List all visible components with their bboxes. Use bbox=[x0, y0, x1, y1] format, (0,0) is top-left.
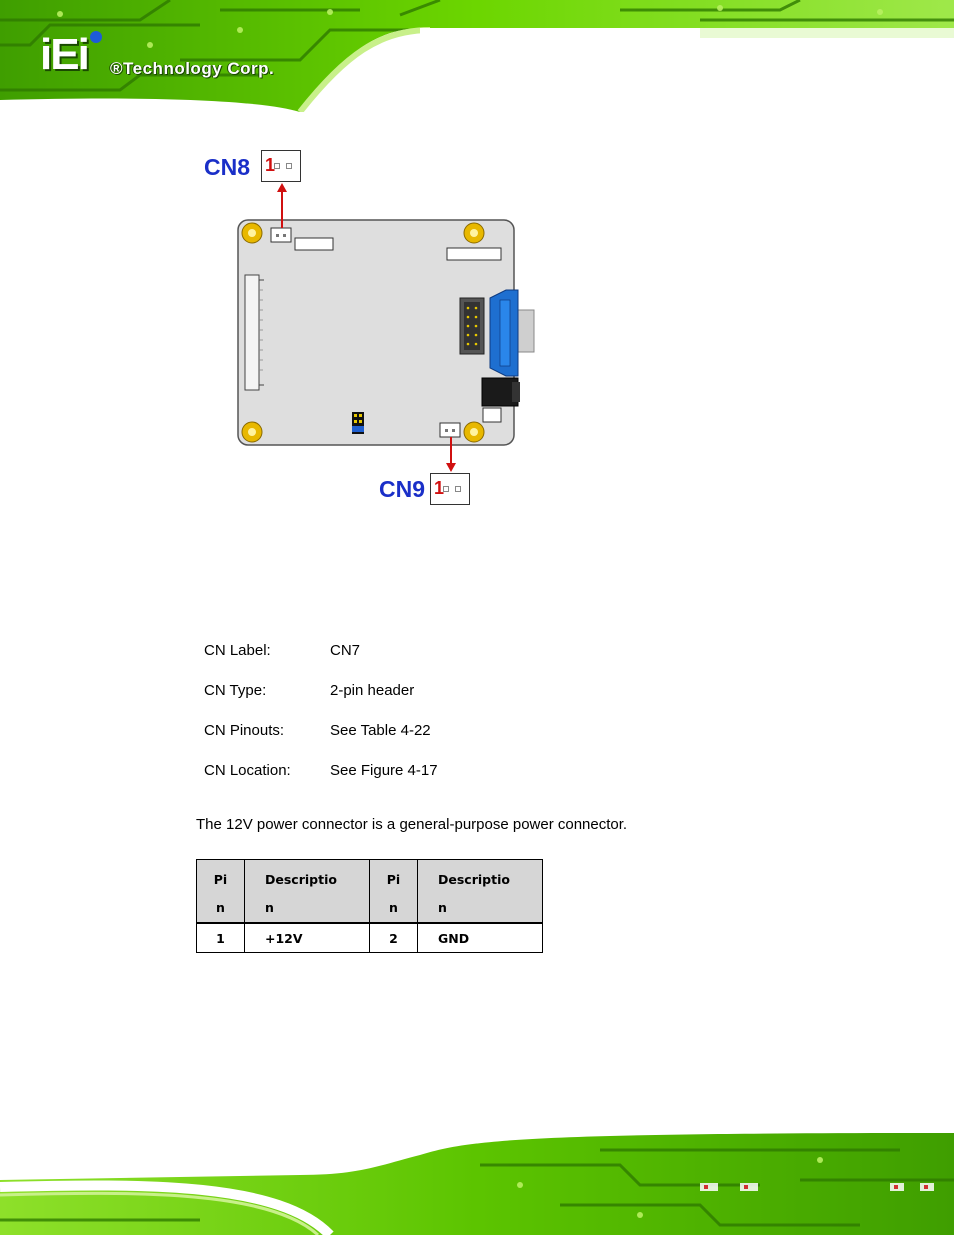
cell-description: +12V bbox=[244, 922, 370, 953]
board-layout-figure: CN8 1 CN9 1 bbox=[200, 140, 540, 510]
spec-value: CN7 bbox=[330, 642, 361, 659]
circuit-banner-header bbox=[0, 0, 954, 114]
circuit-banner-footer bbox=[0, 1125, 954, 1239]
cell-pin: 2 bbox=[369, 922, 418, 953]
page-footer bbox=[0, 1125, 954, 1239]
cn9-zoom-connector: 1 bbox=[430, 473, 470, 505]
spec-value: See Figure 4-17 bbox=[330, 762, 438, 779]
cn9-pin1-marker: 1 bbox=[434, 478, 445, 498]
description-paragraph: The 12V power connector is a general-pur… bbox=[196, 816, 628, 833]
company-name: ®Technology Corp. bbox=[110, 59, 275, 78]
spec-key: CN Pinouts: bbox=[204, 722, 285, 739]
page-header: iEi ®Technology Corp. bbox=[0, 0, 954, 114]
table-row: 1 +12V 2 GND bbox=[196, 922, 543, 953]
cell-description: GND bbox=[417, 922, 543, 953]
company-logo-mark: iEi bbox=[40, 30, 90, 79]
mounting-holes bbox=[241, 222, 485, 443]
cell-pin: 1 bbox=[196, 922, 245, 953]
board-diagram bbox=[237, 183, 535, 472]
spec-key: CN Location: bbox=[204, 762, 291, 779]
cn8-label: CN8 bbox=[204, 154, 251, 180]
logo-dot bbox=[90, 31, 102, 43]
spec-key: CN Type: bbox=[204, 682, 267, 699]
cn8-zoom-connector: 1 bbox=[261, 150, 301, 182]
cn8-pin1-marker: 1 bbox=[265, 155, 276, 175]
cn9-label: CN9 bbox=[379, 476, 426, 502]
spec-key: CN Label: bbox=[204, 642, 271, 659]
spec-value: See Table 4-22 bbox=[330, 722, 431, 739]
spec-value: 2-pin header bbox=[330, 682, 415, 699]
